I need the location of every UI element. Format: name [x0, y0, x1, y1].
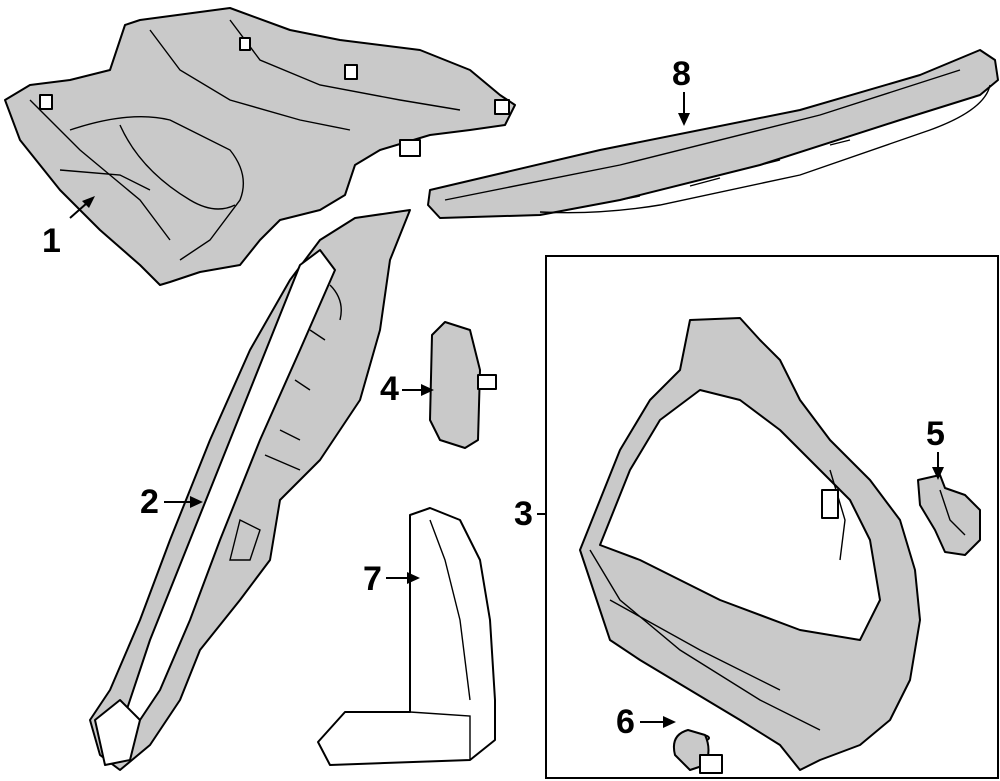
part-3-side-trim-panel: [579, 317, 921, 771]
part-4-access-cover: [429, 321, 497, 449]
callout-5-label: 5: [926, 415, 945, 453]
callout-5: 5: [926, 415, 945, 480]
part-7-trim-plate: [317, 507, 496, 766]
part-5-bracket: [917, 474, 981, 556]
callout-6: 6: [616, 703, 676, 741]
callout-1-label: 1: [42, 222, 61, 260]
callout-7-label: 7: [363, 560, 382, 598]
callout-1: 1: [42, 196, 95, 260]
callout-7: 7: [363, 560, 420, 598]
part-1-upper-quarter-trim: [4, 7, 516, 286]
callout-3-label: 3: [514, 495, 533, 533]
callout-8-label: 8: [672, 55, 691, 93]
part-2-pillar-trim: [89, 209, 411, 771]
callout-6-label: 6: [616, 703, 635, 741]
callout-4-label: 4: [380, 370, 399, 408]
callout-4: 4: [380, 370, 434, 408]
part-8-cargo-cover: [427, 49, 999, 219]
callout-8: 8: [672, 55, 691, 126]
callout-2-label: 2: [140, 483, 159, 521]
callout-3: 3: [514, 495, 546, 533]
part-3-detail-box: [545, 255, 999, 779]
part-6-tie-down-ring: [672, 729, 723, 774]
callout-2: 2: [140, 483, 203, 521]
